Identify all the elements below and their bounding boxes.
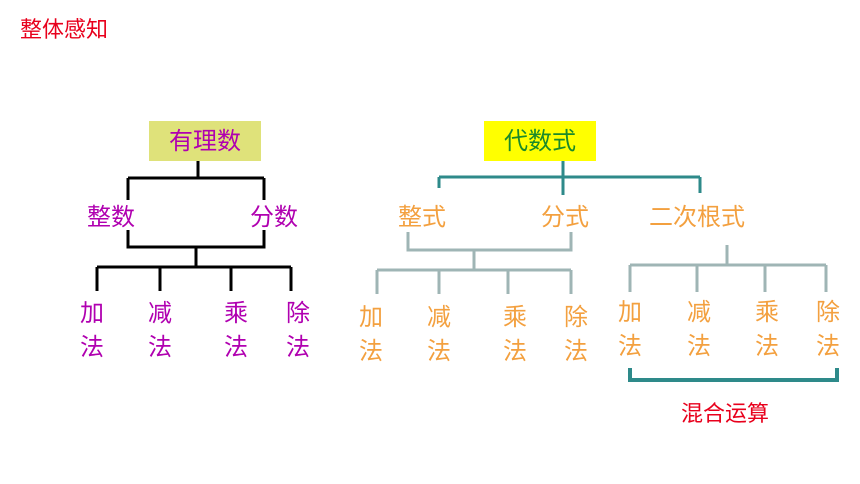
op-char: 减 xyxy=(427,303,451,331)
op-char: 法 xyxy=(286,333,310,361)
op-char: 加 xyxy=(359,303,383,331)
op-char: 乘 xyxy=(755,298,779,326)
algebraic-sub-lines xyxy=(375,232,828,294)
op-char: 法 xyxy=(359,337,383,365)
rational-op-multiply: 乘法 xyxy=(221,296,251,364)
op-char: 除 xyxy=(816,298,840,326)
polynomial-op-divide: 除法 xyxy=(561,300,591,368)
op-char: 法 xyxy=(427,337,451,365)
rational-tree-lines xyxy=(95,158,293,291)
radical-op-subtract: 减法 xyxy=(684,295,714,363)
page-title: 整体感知 xyxy=(20,18,109,43)
op-char: 减 xyxy=(687,298,711,326)
rational-op-divide: 除法 xyxy=(283,296,313,364)
algebraic-child-fraction: 分式 xyxy=(541,203,589,231)
rational-op-subtract: 减法 xyxy=(145,296,175,364)
mixed-operations-label: 混合运算 xyxy=(681,402,770,427)
algebraic-root-label: 代数式 xyxy=(504,127,576,155)
op-char: 法 xyxy=(224,333,248,361)
algebraic-child-radical: 二次根式 xyxy=(649,203,745,231)
op-char: 乘 xyxy=(503,303,527,331)
polynomial-op-add: 加法 xyxy=(356,300,386,368)
op-char: 法 xyxy=(755,332,779,360)
polynomial-op-multiply: 乘法 xyxy=(500,300,530,368)
op-char: 法 xyxy=(148,333,172,361)
rational-root-label: 有理数 xyxy=(169,127,241,155)
algebraic-root-box: 代数式 xyxy=(484,121,596,161)
algebraic-top-lines xyxy=(437,158,702,195)
op-char: 加 xyxy=(618,298,642,326)
op-char: 法 xyxy=(80,333,104,361)
rational-root-box: 有理数 xyxy=(149,121,261,161)
radical-op-add: 加法 xyxy=(615,295,645,363)
rational-child-fraction: 分数 xyxy=(250,203,298,231)
polynomial-op-subtract: 减法 xyxy=(424,300,454,368)
rational-op-add: 加法 xyxy=(77,296,107,364)
op-char: 除 xyxy=(286,299,310,327)
op-char: 法 xyxy=(816,332,840,360)
radical-op-multiply: 乘法 xyxy=(752,295,782,363)
mixed-operation-bracket xyxy=(628,368,839,382)
algebraic-child-polynomial: 整式 xyxy=(398,203,446,231)
op-char: 乘 xyxy=(224,299,248,327)
op-char: 加 xyxy=(80,299,104,327)
op-char: 除 xyxy=(564,303,588,331)
op-char: 减 xyxy=(148,299,172,327)
radical-op-divide: 除法 xyxy=(813,295,843,363)
rational-child-integer: 整数 xyxy=(87,203,135,231)
op-char: 法 xyxy=(564,337,588,365)
op-char: 法 xyxy=(618,332,642,360)
op-char: 法 xyxy=(687,332,711,360)
op-char: 法 xyxy=(503,337,527,365)
